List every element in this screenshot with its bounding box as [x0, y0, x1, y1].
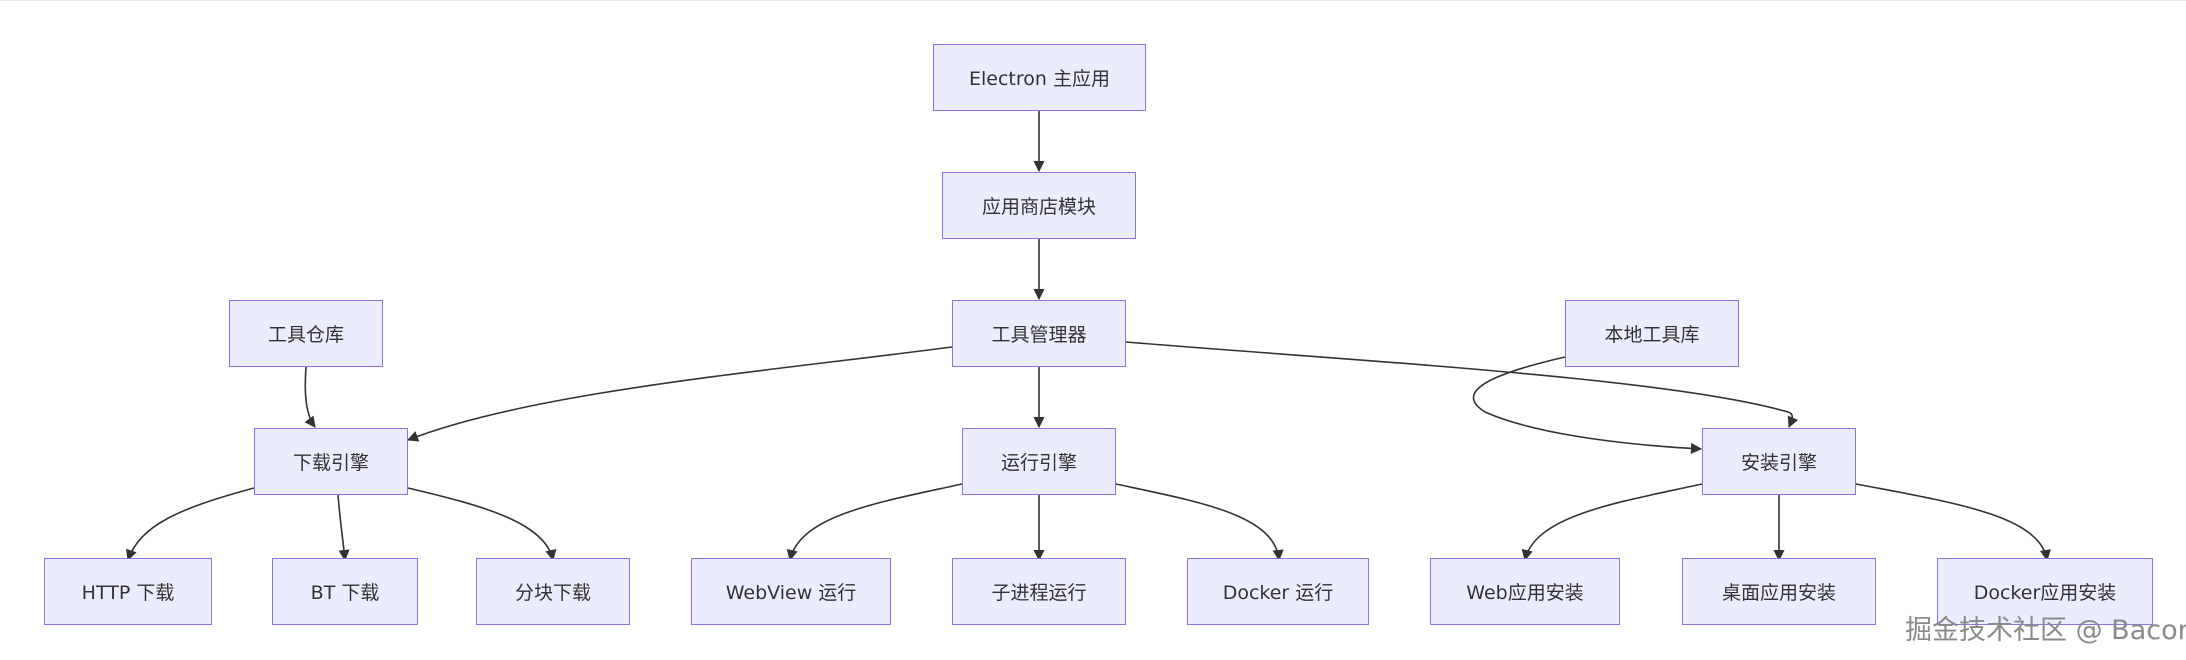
- edge-install-web: [1521, 483, 1703, 562]
- edge-run-docker: [1115, 483, 1284, 562]
- node-http-download: HTTP 下载: [44, 558, 212, 625]
- node-docker-app-install: Docker应用安装: [1937, 558, 2153, 625]
- node-download-engine: 下载引擎: [254, 428, 408, 495]
- watermark: 掘金技术社区 @ Bacon: [1905, 615, 2186, 646]
- node-electron-main-app: Electron 主应用: [933, 44, 1146, 111]
- node-bt-download: BT 下载: [272, 558, 418, 625]
- edge-run-webview: [786, 483, 963, 562]
- node-desktop-app-install: 桌面应用安装: [1682, 558, 1876, 625]
- node-docker-run: Docker 运行: [1187, 558, 1369, 625]
- node-install-engine: 安装引擎: [1702, 428, 1856, 495]
- node-web-app-install: Web应用安装: [1430, 558, 1620, 625]
- node-chunked-download: 分块下载: [476, 558, 630, 625]
- node-subprocess-run: 子进程运行: [952, 558, 1126, 625]
- node-webview-run: WebView 运行: [691, 558, 891, 625]
- node-local-tool-library: 本地工具库: [1565, 300, 1739, 367]
- edge-manager-install: [1125, 341, 1799, 429]
- edge-repo-download: [304, 366, 316, 428]
- node-tool-repository: 工具仓库: [229, 300, 383, 367]
- node-app-store-module: 应用商店模块: [942, 172, 1136, 239]
- top-border: [0, 0, 2186, 1]
- edge-download-chunk: [407, 487, 557, 562]
- edge-download-bt: [337, 494, 350, 562]
- edge-download-http: [125, 487, 255, 562]
- edge-manager-download: [406, 346, 953, 442]
- node-tool-manager: 工具管理器: [952, 300, 1126, 367]
- node-run-engine: 运行引擎: [962, 428, 1116, 495]
- edge-install-docker: [1855, 483, 2051, 562]
- edge-local-install: [1472, 356, 1703, 455]
